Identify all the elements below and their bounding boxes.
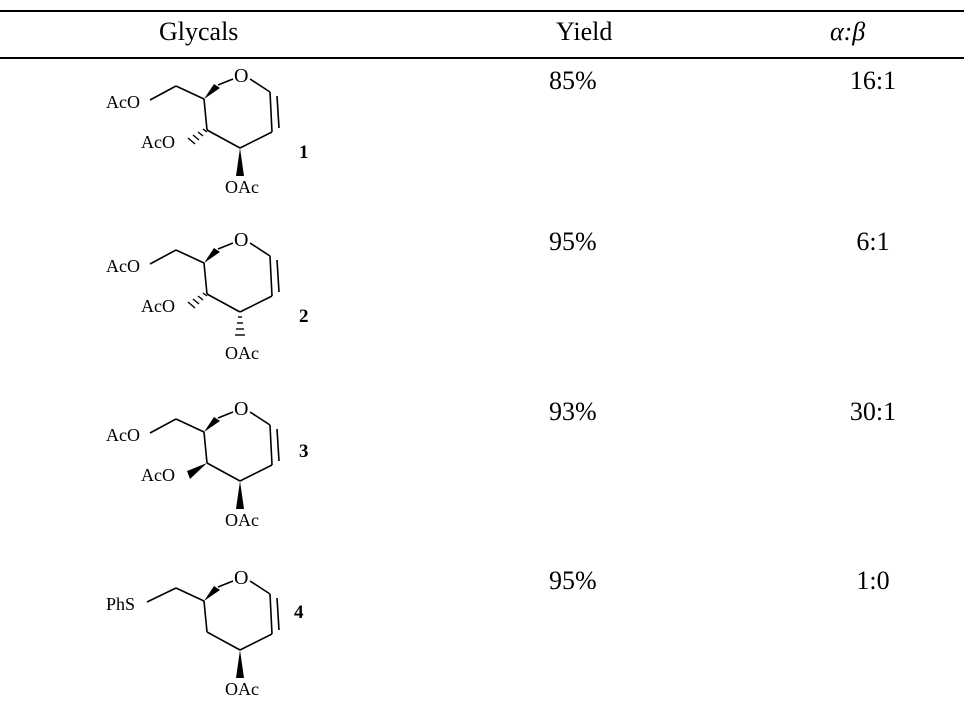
c4-substituent-label: AcO	[141, 296, 175, 316]
c3-substituent-label: OAc	[225, 510, 259, 530]
glycal-structure-4: PhS O OAc 4	[106, 567, 304, 699]
table-header-rule	[0, 57, 964, 59]
c4-substituent-label: AcO	[141, 465, 175, 485]
c4-substituent-label: AcO	[141, 132, 175, 152]
c3-substituent-label: OAc	[225, 343, 259, 363]
c6-substituent-label: AcO	[106, 425, 140, 445]
wedge-bond	[204, 417, 220, 432]
wedge-bond	[204, 248, 220, 263]
c6-substituent-label: AcO	[106, 92, 140, 112]
hashed-bond	[235, 316, 245, 336]
ring-oxygen: O	[234, 229, 248, 251]
ratio-1: 16:1	[849, 66, 897, 95]
yield-4: 95%	[549, 566, 597, 595]
wedge-bond	[236, 481, 244, 509]
header-yield: Yield	[556, 17, 613, 46]
c6-substituent-label: PhS	[106, 594, 135, 614]
ratio-4: 1:0	[856, 566, 890, 595]
compound-number: 4	[294, 602, 304, 623]
wedge-bond	[204, 586, 220, 601]
c3-substituent-label: OAc	[225, 177, 259, 197]
header-glycals: Glycals	[159, 17, 239, 46]
wedge-bond	[236, 148, 244, 176]
compound-number: 2	[299, 306, 309, 327]
ring-oxygen: O	[234, 398, 248, 420]
hashed-bond	[187, 292, 208, 309]
glycal-structure-1: AcO O AcO OAc 1	[106, 65, 309, 197]
ring-oxygen: O	[234, 65, 248, 87]
c6-substituent-label: AcO	[106, 256, 140, 276]
yield-1: 85%	[549, 66, 597, 95]
c3-substituent-label: OAc	[225, 679, 259, 699]
header-alpha-beta: α:β	[830, 17, 866, 46]
compound-number: 3	[299, 441, 309, 462]
yield-2: 95%	[549, 227, 597, 256]
wedge-bond	[236, 650, 244, 678]
glycal-structure-3: AcO O AcO OAc 3	[106, 398, 309, 530]
compound-number: 1	[299, 142, 309, 163]
wedge-bond	[204, 84, 220, 99]
ring-oxygen: O	[234, 567, 248, 589]
table-top-rule	[0, 10, 964, 12]
ratio-3: 30:1	[849, 397, 897, 426]
hashed-bond	[187, 128, 208, 145]
ratio-2: 6:1	[856, 227, 890, 256]
yield-3: 93%	[549, 397, 597, 426]
glycal-structure-2: AcO O AcO OAc 2	[106, 229, 309, 363]
wedge-bond	[187, 463, 207, 479]
